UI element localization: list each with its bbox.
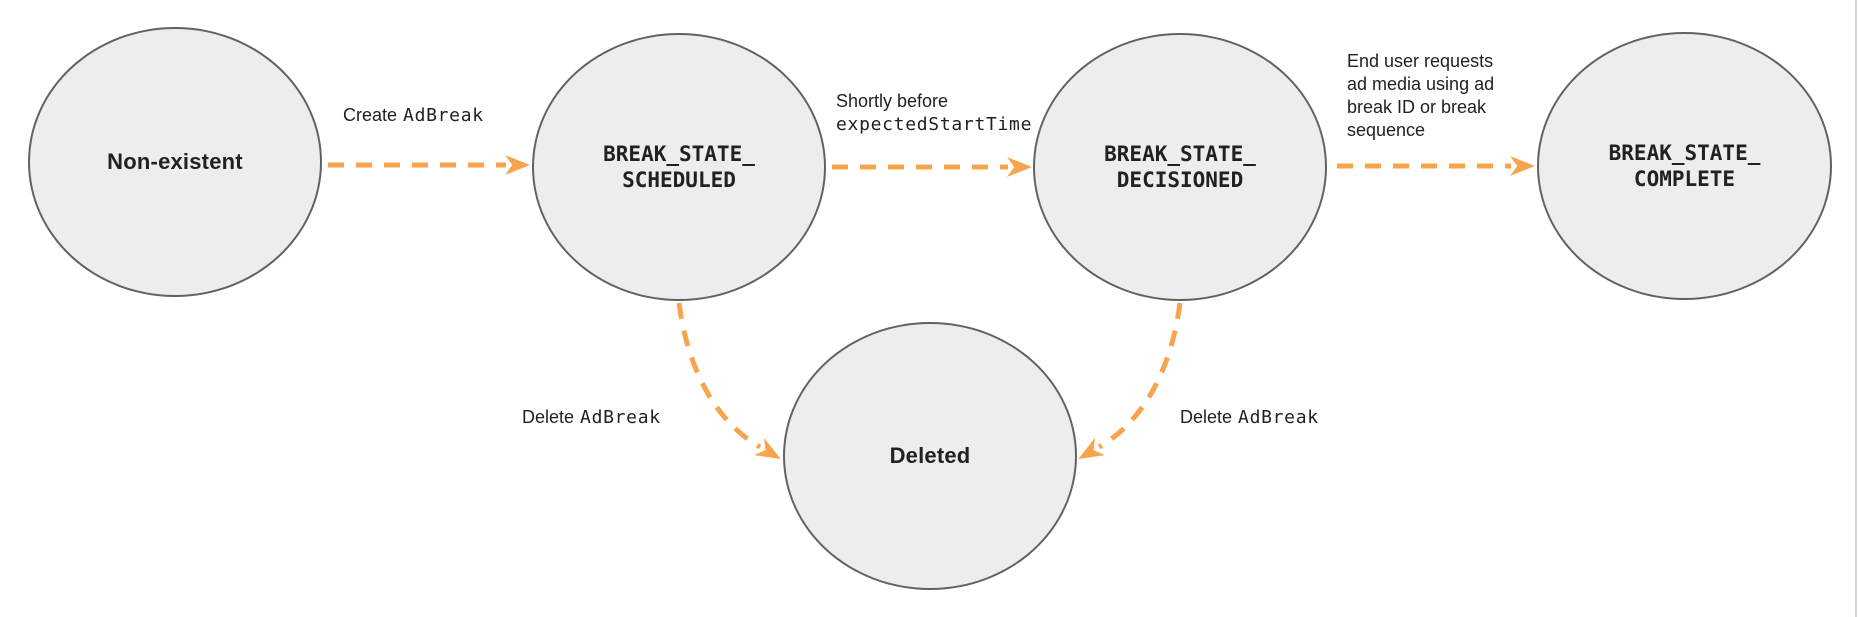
edge-delete-adbreak-from-decisioned (1078, 302, 1183, 459)
edge-delete-adbreak-from-scheduled (676, 302, 781, 459)
state-label-line1: BREAK_STATE_ (1608, 141, 1761, 165)
state-label-line2: SCHEDULED (622, 168, 736, 192)
edge-label-shortly-before: Shortly before expectedStartTime (836, 90, 1032, 136)
state-node-break-state-decisioned: BREAK_STATE_ DECISIONED (1033, 33, 1327, 301)
state-label-line1: BREAK_STATE_ (603, 142, 755, 166)
state-label: Non-existent (107, 149, 243, 174)
state-node-break-state-scheduled: BREAK_STATE_ SCHEDULED (532, 33, 826, 301)
edge-label-text: Delete (522, 407, 575, 427)
edge-label-line: break ID or break (1347, 97, 1487, 117)
edge-label-end-user-requests: End user requests ad media using ad brea… (1347, 50, 1494, 142)
edge-label-text: Create (343, 105, 398, 125)
state-label-line2: DECISIONED (1116, 168, 1244, 192)
edge-label-code: expectedStartTime (836, 114, 1033, 135)
edge-label-text: Delete (1180, 407, 1233, 427)
state-node-non-existent: Non-existent (28, 27, 322, 297)
edge-label-line: End user requests (1347, 51, 1494, 71)
page-divider-line (1855, 0, 1857, 617)
edge-label-text: Shortly before (836, 91, 949, 111)
state-label-line1: BREAK_STATE_ (1104, 142, 1256, 166)
edge-label-line: sequence (1347, 120, 1426, 140)
state-label: Deleted (889, 443, 971, 468)
state-node-deleted: Deleted (783, 322, 1077, 590)
state-label-line2: COMPLETE (1633, 167, 1736, 191)
edge-label-code: AdBreak (403, 105, 484, 126)
edge-label-code: AdBreak (1238, 407, 1319, 428)
state-node-break-state-complete: BREAK_STATE_ COMPLETE (1537, 32, 1832, 300)
edge-label-code: AdBreak (580, 407, 661, 428)
edge-label-line: ad media using ad (1347, 74, 1495, 94)
